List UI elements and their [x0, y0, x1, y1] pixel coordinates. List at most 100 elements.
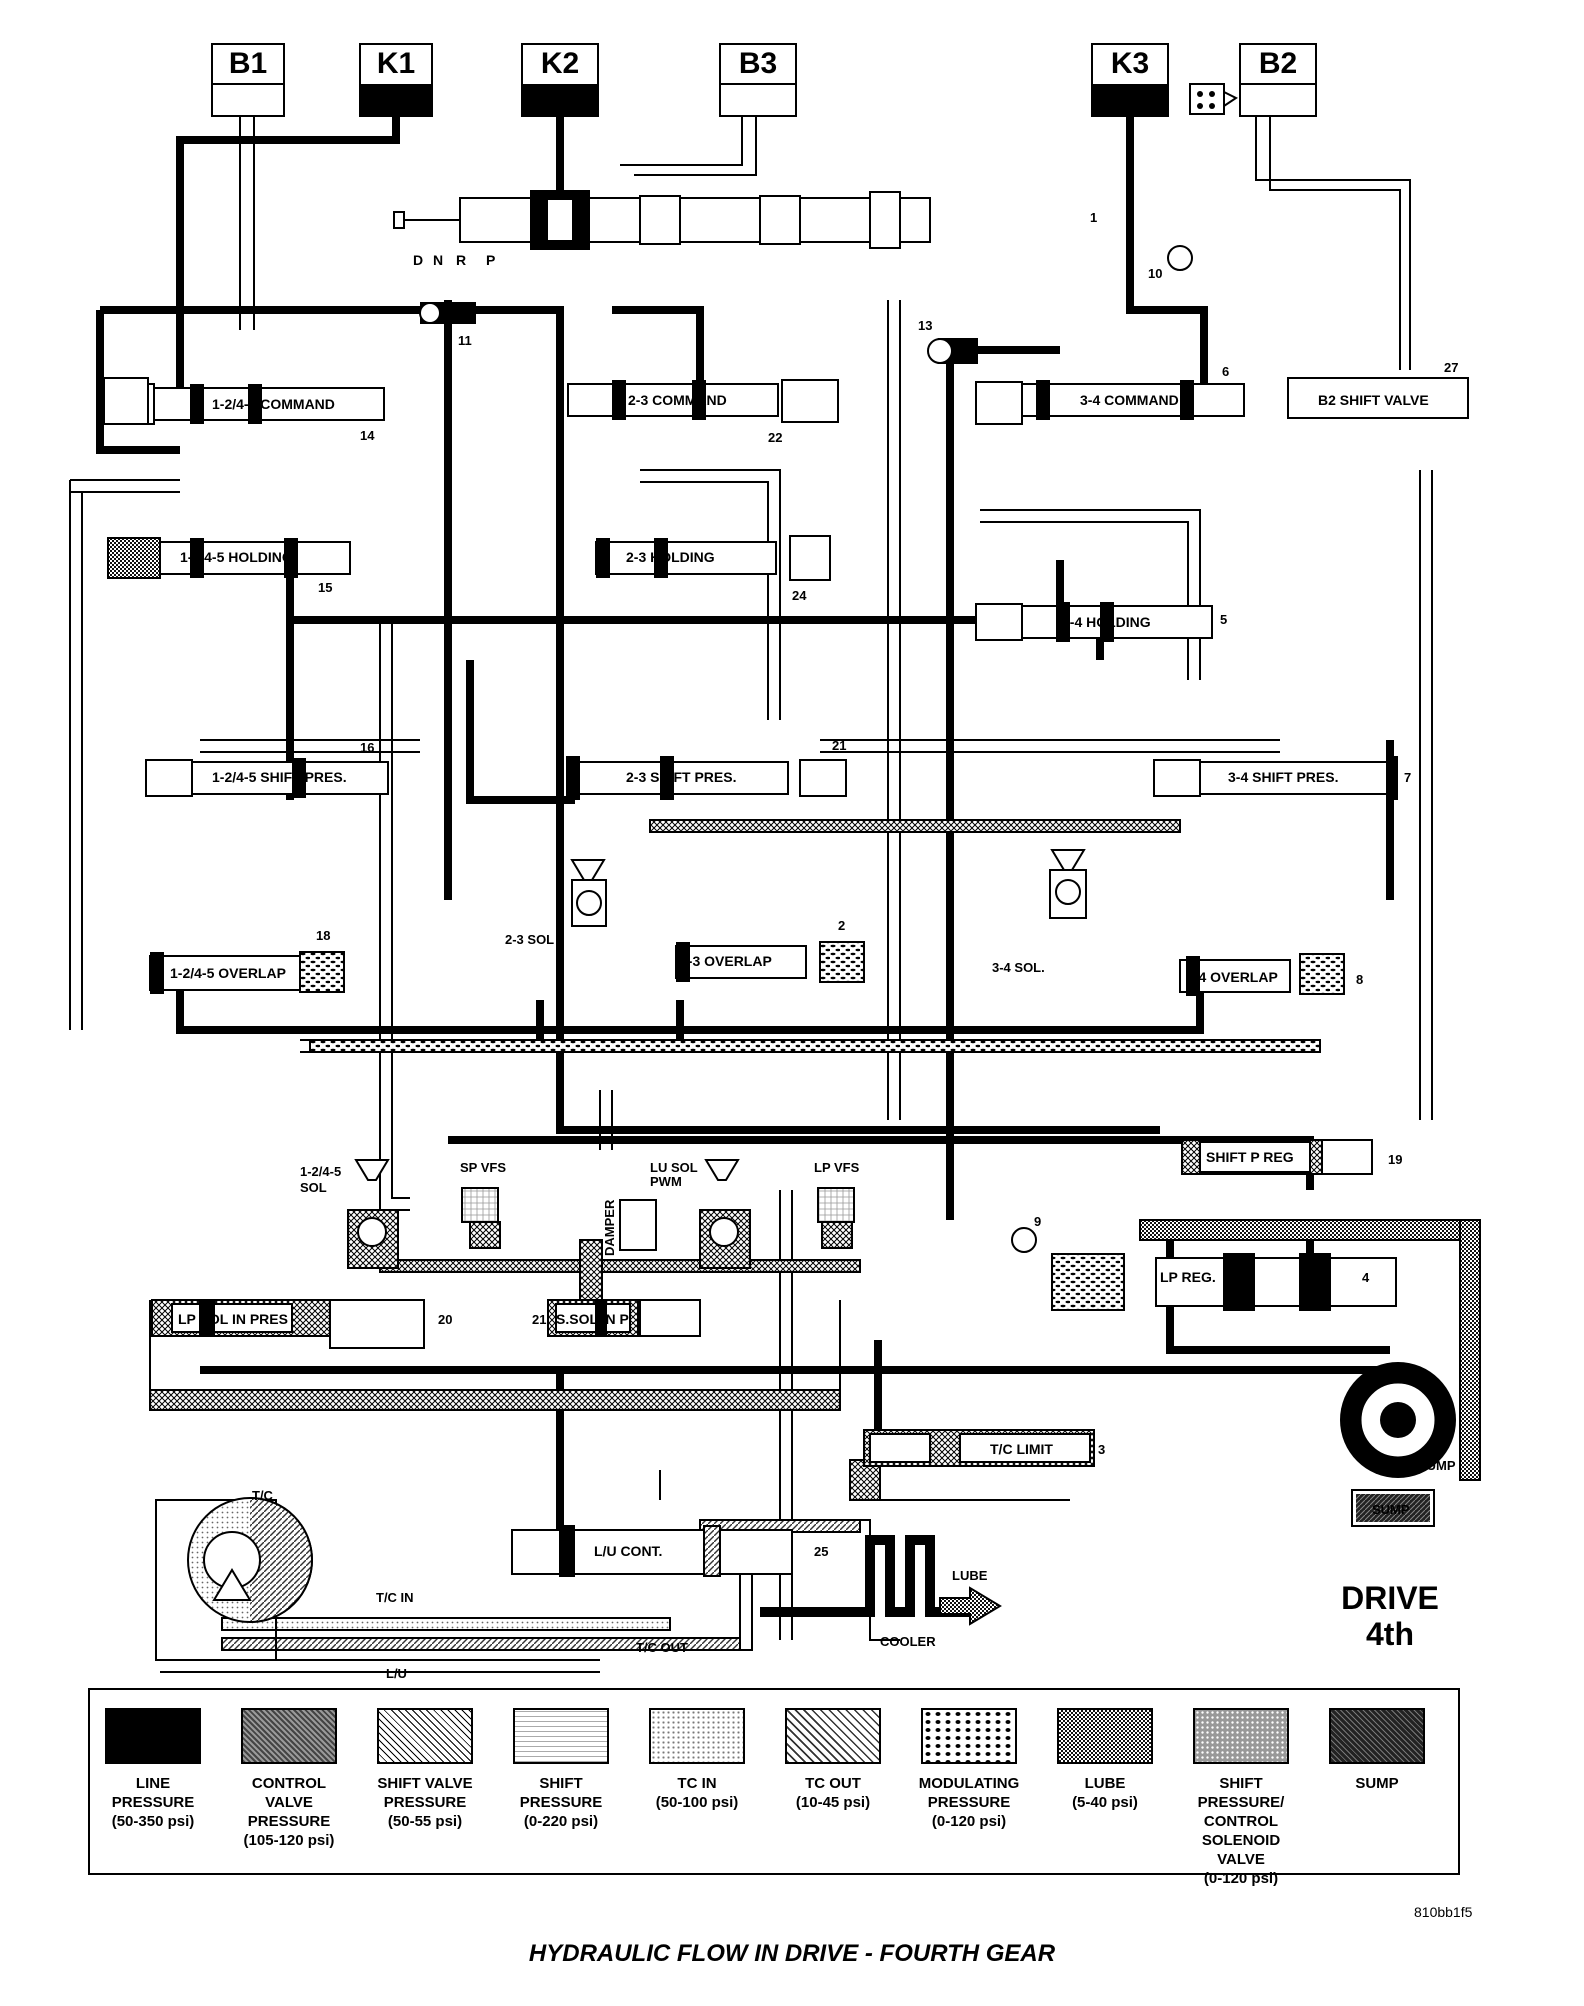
valve-label: 2-3 OVERLAP: [680, 953, 772, 969]
legend-label-line: SUMP: [1355, 1775, 1399, 1792]
valve-label: 1-2/4-5 HOLDING: [180, 549, 293, 565]
valve-number: 20: [438, 1312, 452, 1327]
legend-swatch: [1057, 1708, 1153, 1764]
valve-number: 1: [1090, 210, 1097, 225]
valve-label: SHIFT P REG: [1206, 1149, 1294, 1165]
valve-label: LP SOL IN PRES: [178, 1311, 288, 1327]
valve-23-overlap: 2-3 OVERLAP 2: [675, 918, 865, 983]
valve-lp-sol-in-pres: LP SOL IN PRES 20: [151, 1299, 452, 1349]
valve-number: 27: [1444, 360, 1458, 375]
valve-label: T/C LIMIT: [990, 1441, 1053, 1457]
clutch-label: K2: [541, 47, 579, 80]
valve-label: 3-4 HOLDING: [1062, 614, 1151, 630]
clutch-label: B1: [229, 47, 267, 80]
accumulator-icon: [1189, 83, 1238, 115]
tc-label: T/C: [252, 1488, 274, 1503]
clutch-box-b1: B1: [211, 43, 285, 117]
clutch-box-b3: B3: [719, 43, 797, 117]
legend-label-line: PRESSURE: [519, 1794, 603, 1811]
clutch-label: K1: [377, 47, 415, 80]
valve-number: 10: [1148, 266, 1162, 281]
valve-34-holding: 3-4 HOLDING 5: [975, 602, 1227, 642]
valve-number: 18: [316, 928, 330, 943]
legend-swatch: [377, 1708, 473, 1764]
legend-label-line: MODULATING: [918, 1775, 1020, 1792]
valve-s-sol-in-p: S.SOL IN P 21: [532, 1299, 701, 1337]
lube-arrow-icon: [939, 1586, 1002, 1626]
selector-n: N: [433, 252, 443, 268]
legend-label-line: (50-55 psi): [387, 1813, 463, 1830]
cooler-icon: [760, 1535, 970, 1617]
valve-lp-reg: LP REG. 4: [1051, 1253, 1397, 1311]
valve-23-command: 2-3 COMMAND 22: [567, 379, 839, 445]
legend-label-line: SOLENOID VALVE: [1201, 1832, 1281, 1868]
solenoid-label: LU SOL: [650, 1160, 698, 1175]
valve-label: 2-3 SHIFT PRES.: [626, 769, 736, 785]
valve-number: 3: [1098, 1442, 1105, 1457]
legend-swatch: [921, 1708, 1017, 1764]
solenoid-lp-vfs: LP VFS: [814, 1160, 860, 1249]
tc-out-label: T/C OUT: [636, 1640, 688, 1655]
cooler-label: COOLER: [880, 1634, 936, 1649]
check-ball-13: 13: [918, 318, 978, 364]
valve-label: 2-3 COMMAND: [628, 392, 727, 408]
legend-label-line: SHIFT VALVE: [377, 1775, 473, 1792]
solenoid-label: DAMPER: [602, 1199, 617, 1256]
lube-passages: [149, 819, 1481, 1501]
figure-caption: HYDRAULIC FLOW IN DRIVE - FOURTH GEAR: [528, 1940, 1056, 1967]
check-ball-9: 9: [1011, 1214, 1041, 1253]
legend-item: TC OUT (10-45 psi): [778, 1708, 888, 1812]
legend-label-line: (50-100 psi): [655, 1794, 739, 1811]
mode-label: DRIVE 4th: [1320, 1580, 1460, 1652]
selector-p: P: [486, 252, 495, 268]
valve-number: 22: [768, 430, 782, 445]
valve-tc-limit: T/C LIMIT 3: [863, 1429, 1105, 1467]
legend-label-line: CONTROL: [1203, 1813, 1279, 1830]
manual-valve: 1 D N R P 10: [393, 190, 1193, 281]
sump-icon: SUMP: [1351, 1489, 1435, 1527]
valve-number: 13: [918, 318, 932, 333]
valve-number: 25: [814, 1544, 828, 1559]
valve-number: 6: [1222, 364, 1229, 379]
legend-label-line: PRESSURE: [247, 1813, 331, 1830]
legend-label-line: PRESSURE: [111, 1794, 195, 1811]
valve-number: 21: [832, 738, 846, 753]
legend-swatch: [105, 1708, 201, 1764]
legend-label-line: (5-40 psi): [1072, 1794, 1138, 1811]
legend-label-line: SHIFT: [539, 1775, 583, 1792]
solenoid-34: 3-4 SOL.: [992, 849, 1087, 975]
solenoid-label: SOL: [300, 1180, 327, 1195]
legend-label-line: TC OUT: [805, 1775, 861, 1792]
valve-lu-cont: L/U CONT. 25: [511, 1525, 828, 1577]
legend-item: TC IN (50-100 psi): [642, 1708, 752, 1812]
legend-swatch: [785, 1708, 881, 1764]
solenoid-label: SP VFS: [460, 1160, 506, 1175]
legend-item: SUMP: [1322, 1708, 1432, 1793]
legend-item: LUBE(5-40 psi): [1050, 1708, 1160, 1812]
valve-b2-shift: B2 SHIFT VALVE 27: [1287, 360, 1469, 419]
clutch-label: B2: [1259, 47, 1297, 80]
legend-label: TC OUT (10-45 psi): [778, 1774, 888, 1812]
clutch-box-k2: K2: [521, 43, 599, 117]
legend-label-line: (10-45 psi): [795, 1794, 871, 1811]
valve-number: 4: [1362, 1270, 1370, 1285]
valve-end-box: [103, 377, 149, 425]
torque-converter-icon: T/C: [155, 1488, 313, 1661]
line-pressure-passages: [96, 116, 1394, 1560]
solenoid-label: PWM: [650, 1174, 682, 1189]
solenoid-1245: 1-2/4-5 SOL: [300, 1159, 399, 1269]
legend-label-line: PRESSURE: [383, 1794, 467, 1811]
legend-swatch: [649, 1708, 745, 1764]
legend-label-line: LINE: [135, 1775, 171, 1792]
check-ball-11: 11: [419, 302, 476, 348]
valve-number: 21: [532, 1312, 546, 1327]
valve-label: 3-4 OVERLAP: [1186, 969, 1278, 985]
legend-label-line: TC IN: [677, 1775, 717, 1792]
